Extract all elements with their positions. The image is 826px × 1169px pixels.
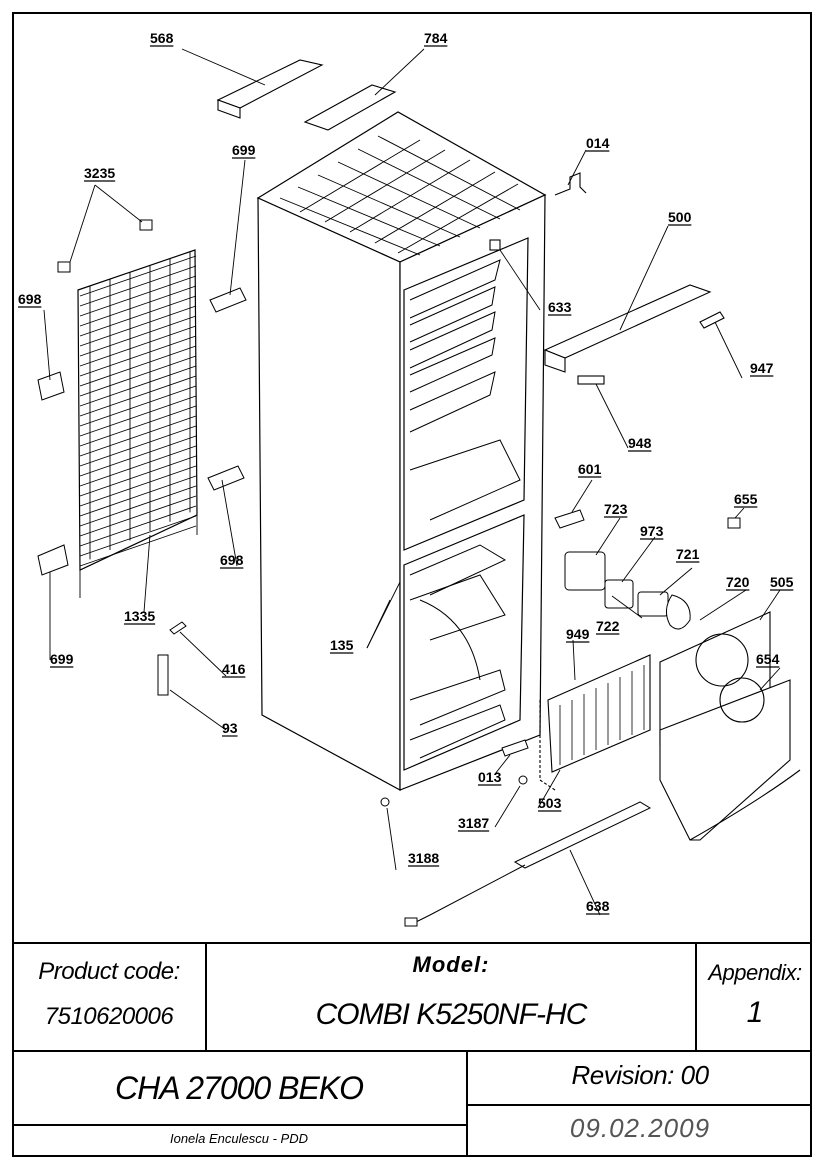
part-label-014: 014 [586, 135, 610, 151]
model-label: Model: [412, 952, 490, 977]
condenser-grid [77, 249, 198, 598]
title-block-divider-3 [466, 1050, 468, 1157]
title-block-revision-rule [466, 1104, 812, 1106]
part-label-568: 568 [150, 30, 174, 46]
top-components [216, 59, 725, 385]
title-block-middle-rule [12, 1050, 812, 1052]
rear-panel [659, 611, 801, 841]
part-label-1335: 1335 [124, 608, 155, 624]
part-label-135: 135 [330, 637, 354, 653]
part-label-633: 633 [548, 299, 572, 315]
author: Ionela Enculescu - PDD [169, 1131, 308, 1146]
title-block-divider-2 [695, 942, 697, 1050]
part-label-784: 784 [424, 30, 448, 46]
part-label-638: 638 [586, 898, 610, 914]
appendix-value: 1 [746, 996, 764, 1029]
title-block-author-rule [12, 1124, 466, 1126]
part-label-3235: 3235 [84, 165, 115, 181]
product-code-value: 7510620006 [44, 1003, 174, 1030]
chassis-code: CHA 27000 BEKO [114, 1070, 364, 1106]
part-number-labels: 568 784 014 699 3235 500 698 633 947 948 601 655 723… [18, 30, 794, 915]
part-label-721: 721 [676, 546, 700, 562]
hinge-brackets [37, 219, 247, 576]
drawing-frame [12, 12, 812, 1157]
product-code-label: Product code: [38, 958, 180, 985]
exploded-view-diagram: 568 784 014 699 3235 500 698 633 947 948 601 655 723… [18, 30, 801, 927]
fridge-cabinet [256, 111, 547, 792]
part-label-698: 698 [220, 552, 244, 568]
small-parts [157, 509, 741, 927]
part-label-3188: 3188 [408, 850, 439, 866]
part-label-601: 601 [578, 461, 602, 477]
part-label-503: 503 [538, 795, 562, 811]
part-label-93: 93 [222, 720, 238, 736]
part-label-947: 947 [750, 360, 774, 376]
part-label-698: 698 [18, 291, 42, 307]
part-label-722: 722 [596, 618, 620, 634]
part-label-500: 500 [668, 209, 692, 225]
part-label-720: 720 [726, 574, 750, 590]
part-label-3187: 3187 [458, 815, 489, 831]
part-label-416: 416 [222, 661, 246, 677]
title-block-top-rule [12, 942, 812, 944]
part-label-699: 699 [232, 142, 256, 158]
part-label-973: 973 [640, 523, 664, 539]
part-label-723: 723 [604, 501, 628, 517]
leader-lines [43, 48, 781, 916]
evaporator-assembly [539, 654, 651, 791]
part-label-654: 654 [756, 651, 780, 667]
part-label-013: 013 [478, 769, 502, 785]
title-block-divider-1 [205, 942, 207, 1050]
model-value: COMBI K5250NF-HC [315, 998, 588, 1031]
part-label-949: 949 [566, 626, 590, 642]
revision: Revision: 00 [571, 1060, 709, 1090]
part-label-505: 505 [770, 574, 794, 590]
part-label-699: 699 [50, 651, 74, 667]
part-label-948: 948 [628, 435, 652, 451]
appendix-label: Appendix: [708, 960, 802, 985]
part-label-655: 655 [734, 491, 758, 507]
revision-date: 09.02.2009 [569, 1113, 711, 1143]
